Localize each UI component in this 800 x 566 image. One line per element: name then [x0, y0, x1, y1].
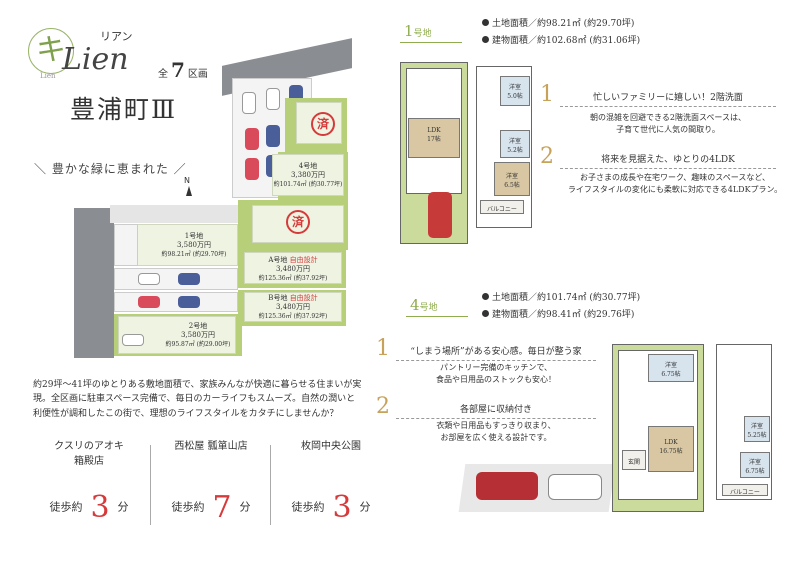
lot1-room-3: 洋室 6.5帖: [494, 162, 530, 196]
description: 約29坪～41坪のゆとりある敷地面積で、家族みんなが快適に暮らせる住まいが実現。…: [33, 380, 362, 419]
lot-b-label: B号地 自由設計 3,480万円 約125.36㎡ (約37.92坪): [258, 294, 328, 320]
car-icon: [245, 158, 259, 180]
lot-a-label: A号地 自由設計 3,480万円 約125.36㎡ (約37.92坪): [258, 256, 328, 282]
lot4-title: 4号地: [410, 296, 438, 314]
lot1-title-rule: [400, 42, 462, 43]
lot-1-parking: [114, 224, 138, 266]
tagline: ＼ 豊かな緑に恵まれた ／: [34, 162, 187, 176]
logo-kana: リアン: [100, 30, 133, 43]
spot-name: 枚岡中央公園: [301, 441, 361, 452]
sold-badge: 済: [311, 112, 335, 136]
lot1-balcony: バルコニー: [480, 200, 524, 214]
lot1-point-1-num: 1: [540, 82, 554, 107]
lot4-ldk: LDK 16.75帖: [648, 426, 694, 472]
parking-row-2: [114, 292, 238, 312]
lot4-room-2: 洋室 5.25帖: [744, 416, 770, 442]
logo-mark: キ: [28, 28, 74, 74]
lot4-point-1-body: パントリー完備のキッチンで、 食品や日用品のストックも安心！: [436, 363, 556, 385]
car-icon: [245, 128, 259, 150]
divider: [150, 445, 151, 525]
lot1-point-2-body: お子さまの成長や在宅ワーク、趣味のスペースなど、 ライフスタイルの変化にも柔軟に…: [567, 173, 783, 195]
lot-b: [244, 292, 342, 322]
lot-4: [272, 154, 344, 196]
lot4-room-1: 洋室 6.75帖: [648, 354, 694, 382]
car-icon: [122, 334, 144, 346]
lot1-info: 土地面積／約98.21㎡ (約29.70坪) 建物面積／約102.68㎡ (約3…: [482, 16, 640, 50]
logo-word: Lien: [62, 42, 129, 77]
lot4-point-2-title: 各部屋に収納付き: [396, 402, 596, 419]
spot-name: 西松屋 瓢箪山店: [174, 441, 248, 452]
car-icon: [266, 88, 280, 110]
road-left: [74, 208, 114, 358]
lot1-point-2-title: 将来を見据えた、ゆとりの4LDK: [560, 152, 776, 169]
car-icon: [138, 296, 160, 308]
car-icon: [138, 273, 160, 285]
lot1-title: 1号地: [404, 22, 432, 40]
lot4-room-3: 洋室 6.75帖: [740, 452, 770, 478]
lot4-point-2-num: 2: [376, 394, 390, 419]
lot-1-label: 1号地 3,580万円 約98.21㎡ (約29.70坪): [161, 232, 227, 258]
car-icon: [178, 273, 200, 285]
lot1-point-1-title: 忙しいファミリーに嬉しい！2階洗面: [560, 90, 776, 107]
lot4-point-1-title: “しまう場所”がある安心感。毎日が整う家: [396, 344, 596, 361]
logo-sub: Lien: [40, 72, 56, 80]
lot1-room-2: 洋室 5.2帖: [500, 130, 530, 158]
car-icon: [548, 474, 602, 500]
lot1-room-1: 洋室 5.0帖: [500, 76, 530, 106]
lot-2-label: 2号地 3,580万円 約95.87㎡ (約29.00坪): [165, 322, 231, 348]
lot4-point-2-body: 衣類や日用品もすっきり収まり、 お部屋を広く使える設計です。: [436, 421, 556, 443]
lot4-point-1-num: 1: [376, 336, 390, 361]
divider: [270, 445, 271, 525]
compass-icon: [186, 186, 192, 196]
car-icon: [476, 472, 538, 500]
lot4-title-rule: [406, 316, 468, 317]
car-icon: [178, 296, 200, 308]
lot-a: [244, 252, 342, 284]
road-middle: [110, 205, 238, 223]
lot1-ldk: LDK 17帖: [408, 118, 460, 158]
lot4-balcony: バルコニー: [722, 484, 768, 496]
parking-row-1: [114, 268, 238, 290]
car-icon: [428, 192, 452, 238]
lot4-entrance: 玄関: [622, 450, 646, 470]
sold-badge: 済: [286, 210, 310, 234]
car-icon: [266, 125, 280, 147]
lot4-info: 土地面積／約101.74㎡ (約30.77坪) 建物面積／約98.41㎡ (約2…: [482, 290, 640, 324]
lot1-point-2-num: 2: [540, 144, 554, 169]
lot1-point-1-body: 朝の混雑を回避できる2階洗面スペースは、 子育て世代に人気の間取り。: [590, 113, 746, 135]
lot-4-label: 4号地 3,380万円 約101.74㎡ (約30.77坪): [273, 162, 343, 188]
page-title: 豊浦町Ⅲ: [70, 95, 178, 124]
compass-north: N: [184, 176, 190, 185]
spot-name: クスリのアオキ 箱殿店: [54, 441, 124, 467]
car-icon: [242, 92, 256, 114]
